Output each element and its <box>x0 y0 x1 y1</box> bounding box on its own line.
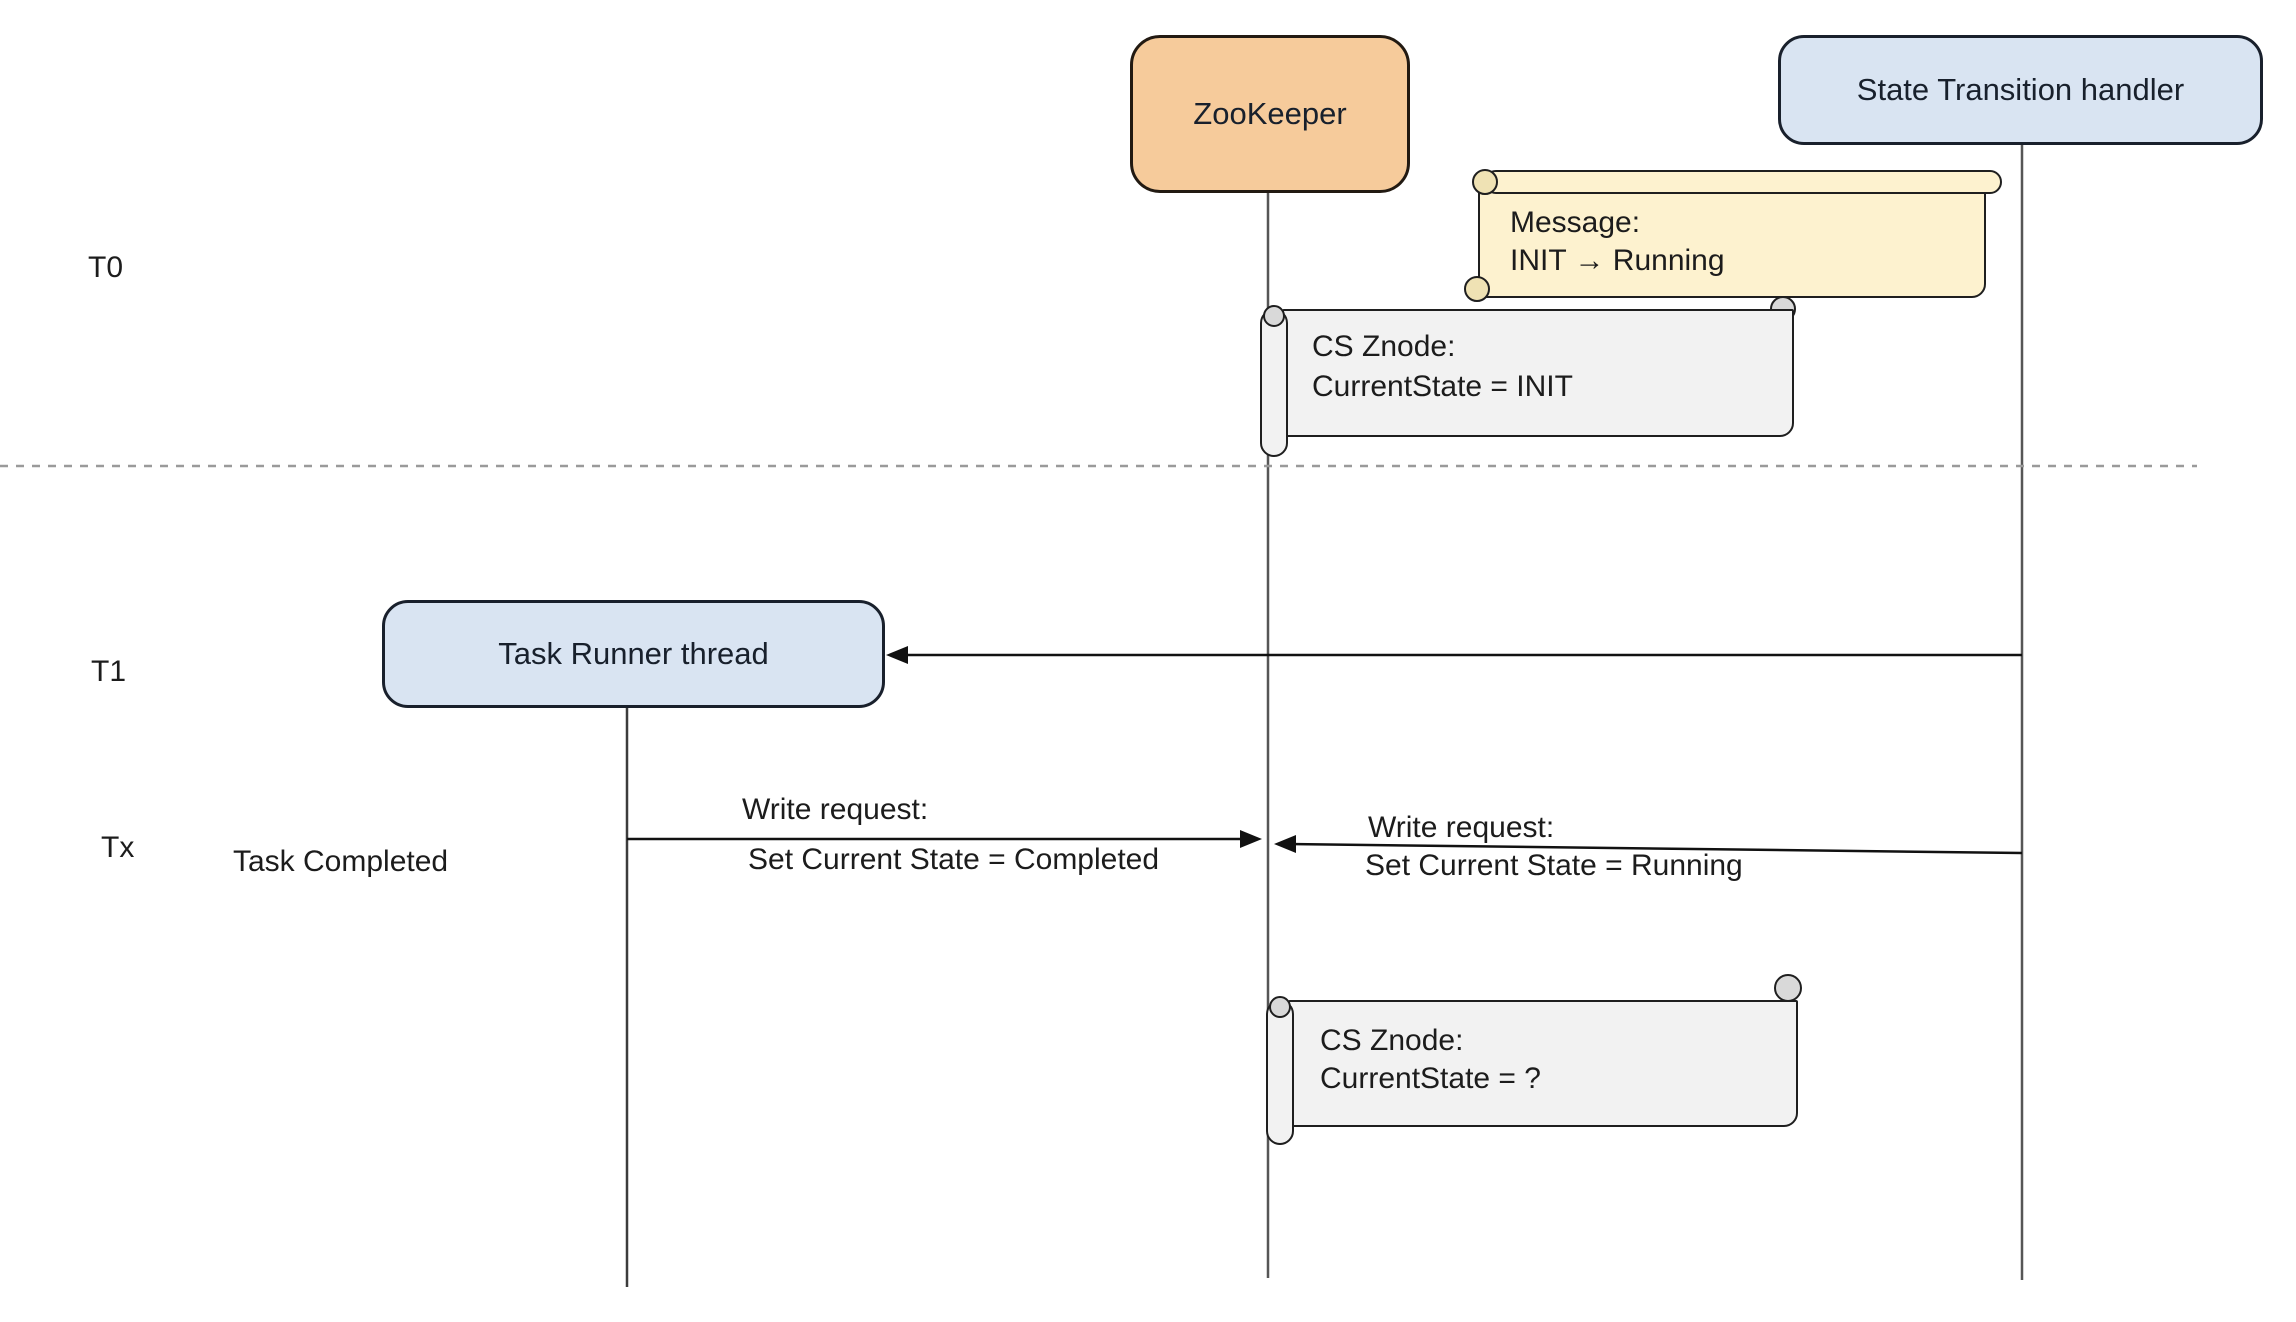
note-cs-znode-init-left-roll <box>1260 309 1288 457</box>
note-cs-znode-init-body <box>1282 309 1794 437</box>
note-cs-znode-init-line1: CS Znode: <box>1312 330 1456 363</box>
note-cs-znode-init: CS Znode: CurrentState = INIT <box>1258 294 1803 464</box>
write-completed-label-line1: Write request: <box>742 793 929 826</box>
write-completed-arrowhead <box>1240 830 1262 848</box>
write-running-arrowhead <box>1274 835 1296 853</box>
note-cs-znode-unknown-body <box>1288 1000 1798 1127</box>
note-cs-znode-unknown-left-roll <box>1266 1000 1294 1145</box>
note-cs-znode-unknown: CS Znode: CurrentState = ? <box>1262 974 1807 1154</box>
timeline-label-t0: T0 <box>88 251 124 284</box>
timeline-label-tx: Tx <box>101 831 135 864</box>
actor-task-runner-thread-label: Task Runner thread <box>498 636 769 671</box>
actor-task-runner-thread: Task Runner thread <box>382 600 885 708</box>
task-completed-label: Task Completed <box>233 845 449 878</box>
actor-zookeeper: ZooKeeper <box>1130 35 1410 193</box>
write-running-label-line2: Set Current State = Running <box>1365 849 1743 882</box>
actor-zookeeper-label: ZooKeeper <box>1193 96 1347 131</box>
note-message-body: Message: INIT → Running <box>1478 190 1986 298</box>
timeline-label-t1: T1 <box>91 655 127 688</box>
actor-state-transition-handler-label: State Transition handler <box>1856 72 2185 107</box>
note-cs-znode-init-roll-cap-icon <box>1263 305 1285 327</box>
note-cs-znode-unknown-top-right-curl-icon <box>1774 974 1802 1002</box>
note-cs-znode-unknown-line1: CS Znode: <box>1320 1024 1464 1057</box>
write-running-arrow <box>1287 842 2023 855</box>
note-message-line1: Message: <box>1510 206 1641 239</box>
note-cs-znode-unknown-line2: CurrentState = ? <box>1320 1062 1541 1095</box>
note-message-init-running: Message: INIT → Running <box>1460 164 2020 324</box>
note-cs-znode-unknown-roll-cap-icon <box>1269 996 1291 1018</box>
note-message-top-left-curl-icon <box>1472 169 1498 195</box>
spawn-task-runner-arrowhead <box>886 646 908 664</box>
note-message-bottom-left-curl-icon <box>1464 276 1490 302</box>
note-message-line2: INIT → Running <box>1510 244 1725 277</box>
note-message-top-roll <box>1484 170 2002 194</box>
write-running-label-line1: Write request: <box>1368 811 1555 844</box>
note-cs-znode-init-line2: CurrentState = INIT <box>1312 370 1573 403</box>
write-completed-label-line2: Set Current State = Completed <box>748 843 1160 876</box>
actor-state-transition-handler: State Transition handler <box>1778 35 2263 145</box>
